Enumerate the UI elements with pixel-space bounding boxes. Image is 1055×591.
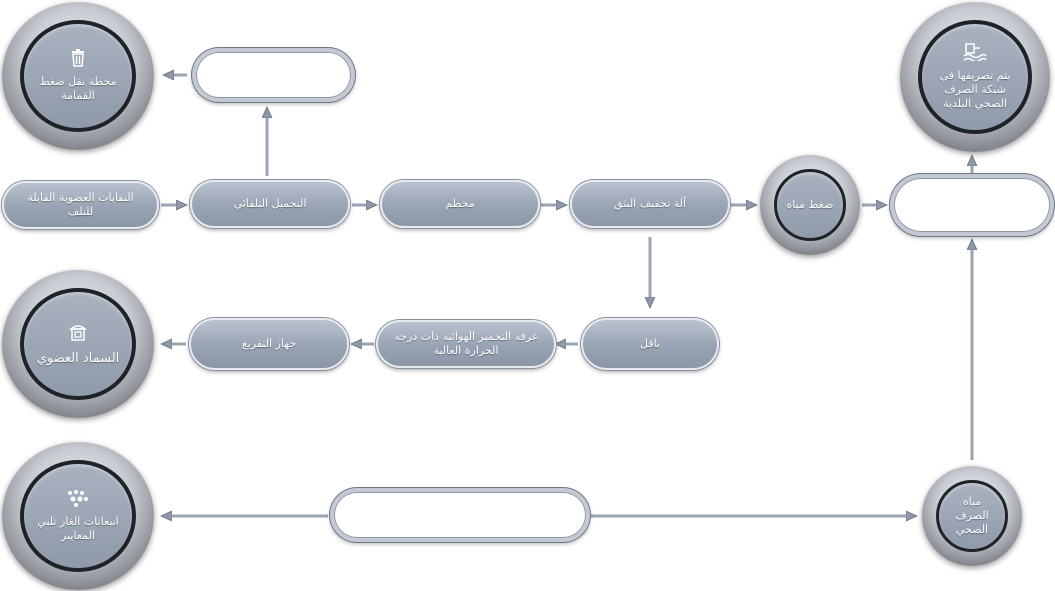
node-auto-loading: التحميل التلقائي — [190, 180, 350, 228]
hub-sewage-water-label: مياه الصرف الصحي — [955, 495, 989, 536]
empty-box-bottom — [330, 488, 590, 542]
hub-garbage-compression: محطة نقل ضغط القمامة — [2, 2, 154, 150]
node-discharge: جهاز التفريغ — [189, 318, 349, 370]
hub-water-pressure: ضغط مياه — [760, 155, 860, 255]
empty-box-top — [192, 48, 355, 102]
trash-icon — [70, 49, 86, 71]
node-slurry-dewatering-label: آلة تجفيف البثق — [614, 197, 686, 210]
node-conveyor-label: ناقل — [639, 337, 660, 350]
hub-sewage-water: مياه الصرف الصحي — [922, 466, 1022, 566]
hub-organic-fertilizer-label: السماد العضوي — [36, 350, 120, 366]
node-organic-waste: النفايات العضوية القابلة للتلف — [2, 181, 159, 229]
node-slurry-dewatering: آلة تجفيف البثق — [570, 180, 730, 228]
hub-municipal-sewer: يتم تصريفها في شبكة الصرف الصحي البلدية — [900, 2, 1050, 152]
hub-garbage-compression-label: محطة نقل ضغط القمامة — [39, 75, 117, 102]
hub-organic-fertilizer: السماد العضوي — [2, 270, 154, 418]
node-fermentation-room-label: غرفة التخمير الهوائية ذات درجة الحرارة ا… — [394, 330, 538, 357]
node-organic-waste-label: النفايات العضوية القابلة للتلف — [27, 191, 134, 218]
gas-icon — [65, 489, 91, 511]
node-fermentation-room: غرفة التخمير الهوائية ذات درجة الحرارة ا… — [376, 320, 556, 368]
node-crusher-label: محطم — [445, 197, 475, 210]
node-crusher: محطم — [380, 180, 540, 228]
sewer-icon — [963, 43, 987, 65]
node-auto-loading-label: التحميل التلقائي — [233, 197, 307, 210]
hub-gas-emissions: انبعاثات الغاز تلبي المعايير — [2, 442, 154, 590]
node-conveyor: ناقل — [581, 318, 719, 370]
hub-municipal-sewer-label: يتم تصريفها في شبكة الصرف الصحي البلدية — [939, 69, 1011, 110]
empty-box-right — [890, 174, 1054, 236]
hub-water-pressure-label: ضغط مياه — [786, 198, 834, 211]
fertilizer-icon — [68, 322, 88, 346]
node-discharge-label: جهاز التفريغ — [241, 337, 297, 350]
hub-gas-emissions-label: انبعاثات الغاز تلبي المعايير — [37, 515, 119, 542]
